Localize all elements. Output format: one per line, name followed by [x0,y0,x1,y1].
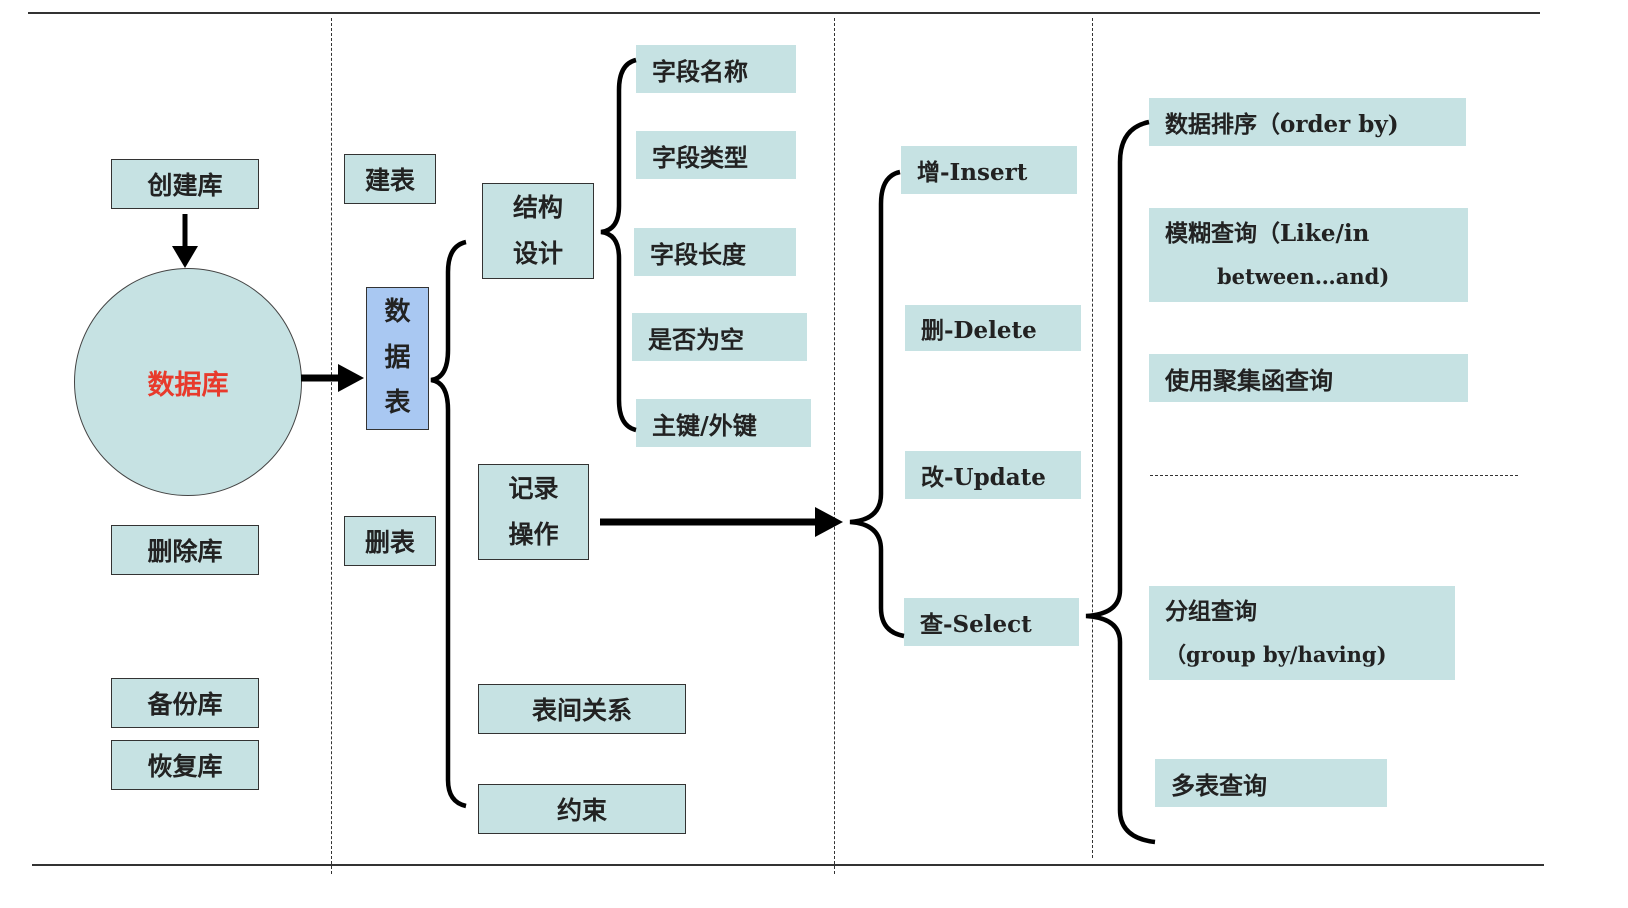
backup-db-label: 备份库 [147,690,223,719]
database-node[interactable]: 数据库 [74,268,302,496]
sort-query-label: 数据排序（order by) [1165,111,1399,138]
delete-db-label: 删除库 [147,537,223,566]
delete-label: 删-Delete [921,317,1037,344]
data-table-char-2: 据 [384,342,411,373]
constraints-box[interactable]: 约束 [478,784,686,834]
structure-design-line-1: 结构 [512,192,563,222]
update-label: 改-Update [921,464,1046,491]
group-query-tag[interactable]: 分组查询 （group by/having) [1149,586,1455,680]
crud-brace [849,169,905,639]
divider-1 [331,18,332,874]
relations-box[interactable]: 表间关系 [478,684,686,734]
create-table-label: 建表 [364,166,415,195]
field-type-tag[interactable]: 字段类型 [636,131,796,179]
data-table-char-3: 表 [384,388,411,419]
fuzzy-query-line-2: between…and) [1217,263,1390,289]
delete-db-box[interactable]: 删除库 [111,525,259,575]
data-table-node[interactable]: 数 据 表 [366,287,429,430]
db-to-table-arrowhead [338,364,364,392]
fuzzy-query-line-1: 模糊查询（Like/in [1165,220,1370,248]
field-name-tag[interactable]: 字段名称 [636,45,796,93]
create-db-box[interactable]: 创建库 [111,159,259,209]
bottom-rule [32,864,1544,866]
relations-label: 表间关系 [531,696,632,725]
field-length-label: 字段长度 [650,239,746,269]
insert-tag[interactable]: 增-Insert [901,146,1077,194]
delete-tag[interactable]: 删-Delete [905,305,1081,351]
constraints-label: 约束 [556,796,607,825]
field-type-label: 字段类型 [652,142,748,172]
delete-table-box[interactable]: 删表 [344,516,436,566]
backup-db-box[interactable]: 备份库 [111,678,259,728]
multi-table-query-tag[interactable]: 多表查询 [1155,759,1387,807]
nullable-tag[interactable]: 是否为空 [632,313,807,361]
records-to-crud-arrowhead [815,507,843,537]
table-parts-brace [430,239,467,809]
primary-foreign-key-label: 主键/外键 [652,410,757,440]
data-table-char-1: 数 [384,297,411,328]
aggregate-query-tag[interactable]: 使用聚集函查询 [1149,354,1468,402]
select-tag[interactable]: 查-Select [904,598,1079,646]
queries-brace [1085,119,1156,845]
top-rule [28,12,1540,14]
create-table-box[interactable]: 建表 [344,154,436,204]
create-db-label: 创建库 [147,171,223,200]
record-ops-line-2: 操作 [508,520,559,549]
structure-design-box[interactable]: 结构 设计 [482,183,594,279]
nullable-label: 是否为空 [648,324,744,354]
query-separator [1150,475,1518,476]
restore-db-box[interactable]: 恢复库 [111,740,259,790]
fuzzy-query-tag[interactable]: 模糊查询（Like/in between…and) [1149,208,1468,302]
multi-table-query-label: 多表查询 [1171,770,1267,800]
divider-3 [1092,18,1093,858]
primary-foreign-key-tag[interactable]: 主键/外键 [636,399,811,447]
fields-brace [600,57,637,433]
structure-design-line-2: 设计 [512,239,563,268]
aggregate-query-label: 使用聚集函查询 [1165,365,1333,395]
update-tag[interactable]: 改-Update [905,451,1081,499]
divider-2 [834,18,835,874]
group-query-line-1: 分组查询 [1165,598,1257,626]
group-query-line-2: （group by/having) [1165,641,1387,667]
record-ops-box[interactable]: 记录 操作 [478,464,589,560]
field-name-label: 字段名称 [652,56,748,86]
create-db-arrowhead [172,246,198,268]
sort-query-tag[interactable]: 数据排序（order by) [1149,98,1466,146]
record-ops-line-1: 记录 [508,473,559,503]
select-label: 查-Select [920,611,1032,638]
field-length-tag[interactable]: 字段长度 [634,228,796,276]
restore-db-label: 恢复库 [147,752,223,781]
insert-label: 增-Insert [917,159,1028,186]
delete-table-label: 删表 [364,528,415,557]
database-label: 数据库 [147,369,229,401]
